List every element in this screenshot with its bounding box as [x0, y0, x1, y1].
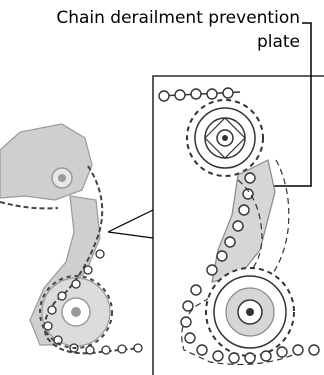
callout-leader-line	[272, 23, 311, 186]
zoom-connector-top	[108, 210, 153, 232]
pulley-detail-icon	[159, 88, 319, 364]
zoom-connector-bottom	[108, 232, 153, 238]
derailleur-overview-icon	[0, 124, 142, 354]
